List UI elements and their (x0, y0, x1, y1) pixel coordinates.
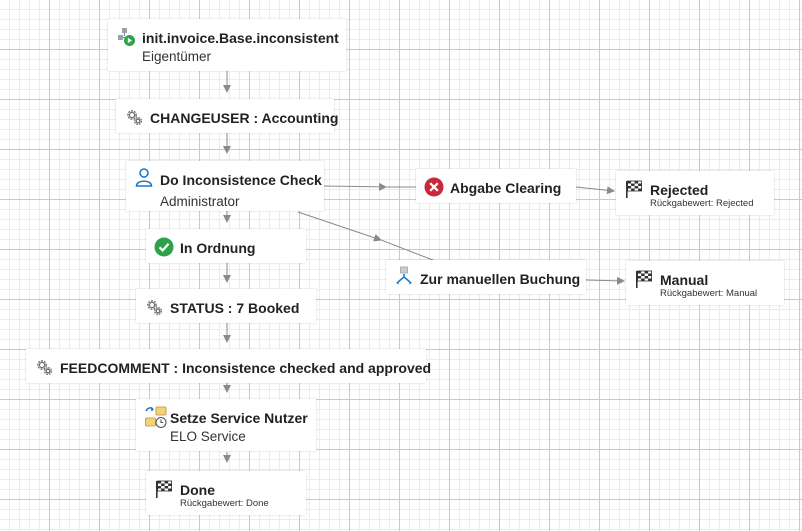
node-in-ordnung[interactable]: In Ordnung (146, 229, 306, 263)
node-feedcomment[interactable]: FEEDCOMMENT : Inconsistence checked and … (26, 349, 431, 383)
node-start[interactable]: init.invoice.Base.inconsistent Eigentüme… (108, 19, 346, 71)
gear-icon (34, 357, 54, 377)
node-title: Setze Service Nutzer (170, 410, 308, 426)
node-subtitle: ELO Service (170, 429, 246, 444)
node-changeuser[interactable]: CHANGEUSER : Accounting (116, 99, 338, 133)
node-title: init.invoice.Base.inconsistent (142, 30, 339, 46)
node-title: In Ordnung (180, 240, 256, 256)
edge-check-abgabe-a (323, 182, 387, 191)
gear-icon (144, 297, 164, 317)
green-check-circle-icon (154, 237, 174, 257)
edge-check-manuell-a (297, 211, 382, 242)
gear-icon (124, 107, 144, 127)
node-setze-service-nutzer[interactable]: Setze Service Nutzer ELO Service (136, 399, 316, 451)
node-check[interactable]: Do Inconsistence Check Administrator (126, 161, 324, 211)
node-title: Do Inconsistence Check (160, 172, 322, 188)
folder-timer-icon (144, 405, 168, 429)
node-status[interactable]: STATUS : 7 Booked (136, 289, 316, 323)
node-title: Zur manuellen Buchung (420, 271, 581, 287)
node-abgabe-clearing[interactable]: Abgabe Clearing (416, 169, 576, 203)
checkered-flag-icon (634, 269, 654, 289)
node-rejected[interactable]: Rejected Rückgabewert: Rejected (616, 171, 774, 215)
node-subtitle: Eigentümer (142, 49, 212, 64)
node-done[interactable]: Done Rückgabewert: Done (146, 471, 306, 515)
edge-check-manuell-b (380, 239, 439, 263)
split-flow-icon (394, 266, 414, 286)
node-zur-manuellen-buchung[interactable]: Zur manuellen Buchung (386, 260, 586, 294)
checkered-flag-icon (154, 479, 174, 499)
node-title: Rejected (650, 182, 709, 198)
edge-abgabe-rejected (575, 186, 615, 195)
node-subtitle: Administrator (160, 194, 240, 209)
edge-manuell-manual (585, 276, 625, 285)
red-x-circle-icon (424, 177, 444, 197)
workflow-start-icon (116, 27, 136, 47)
node-title: CHANGEUSER : Accounting (150, 110, 339, 126)
node-manual[interactable]: Manual Rückgabewert: Manual (626, 261, 784, 305)
user-icon (134, 167, 154, 187)
return-value: Rückgabewert: Manual (660, 288, 758, 299)
return-value: Rückgabewert: Done (180, 498, 269, 509)
node-title: Abgabe Clearing (450, 180, 562, 196)
node-title: STATUS : 7 Booked (170, 300, 300, 316)
return-value: Rückgabewert: Rejected (650, 198, 754, 209)
checkered-flag-icon (624, 179, 644, 199)
node-title: Done (180, 482, 215, 498)
node-title: FEEDCOMMENT : Inconsistence checked and … (60, 360, 432, 376)
node-title: Manual (660, 272, 709, 288)
